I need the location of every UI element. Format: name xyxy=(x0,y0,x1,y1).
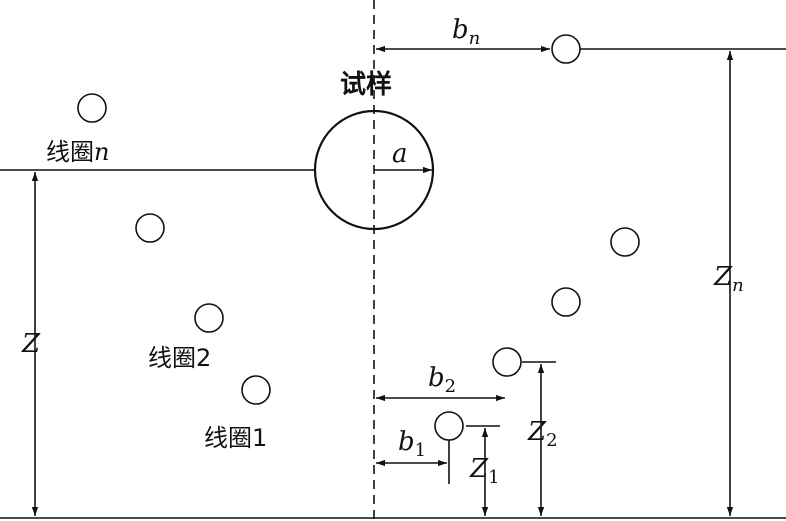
coil-left-3-circle xyxy=(135,213,165,243)
coil-2-circle xyxy=(194,303,224,333)
z2-label-main: Z xyxy=(527,417,547,447)
z-label: Z xyxy=(21,329,41,359)
b1-label-sub: 1 xyxy=(415,440,426,461)
b1-label: b1 xyxy=(398,427,426,461)
zn-label: Zn xyxy=(713,262,744,296)
b2-label-main: b xyxy=(428,363,445,393)
b1-label-main: b xyxy=(398,427,415,457)
coil-right-n-circle xyxy=(551,34,581,64)
sample-label: 试样 xyxy=(340,69,392,100)
coil-right-4-circle xyxy=(610,227,640,257)
bn-label: bn xyxy=(452,15,480,49)
coil-right-1-circle xyxy=(434,411,464,441)
coil-2-label: 线圈2 xyxy=(148,344,211,372)
coil-1-circle xyxy=(241,375,271,405)
b2-label-sub: 2 xyxy=(445,376,456,397)
radius-label: a xyxy=(392,139,408,169)
z1-label: Z1 xyxy=(469,454,500,488)
zn-label-sub: n xyxy=(732,275,744,296)
coil-n-label-text: 线圈 xyxy=(46,138,94,166)
bn-label-main: b xyxy=(452,15,469,45)
sample-circle xyxy=(313,109,435,231)
coil-n-label: 线圈n xyxy=(46,138,109,166)
bn-label-sub: n xyxy=(469,28,481,49)
z2-label: Z2 xyxy=(527,417,558,451)
coil-n-circle xyxy=(77,93,107,123)
coil-1-label: 线圈1 xyxy=(204,424,267,452)
zn-label-main: Z xyxy=(713,262,733,292)
coil-n-label-index: n xyxy=(94,138,109,166)
b2-label: b2 xyxy=(428,363,456,397)
z1-label-sub: 1 xyxy=(488,467,499,488)
z2-label-sub: 2 xyxy=(546,430,557,451)
coil-right-3-circle xyxy=(551,287,581,317)
coil-right-2-circle xyxy=(492,347,522,377)
z1-label-main: Z xyxy=(469,454,489,484)
